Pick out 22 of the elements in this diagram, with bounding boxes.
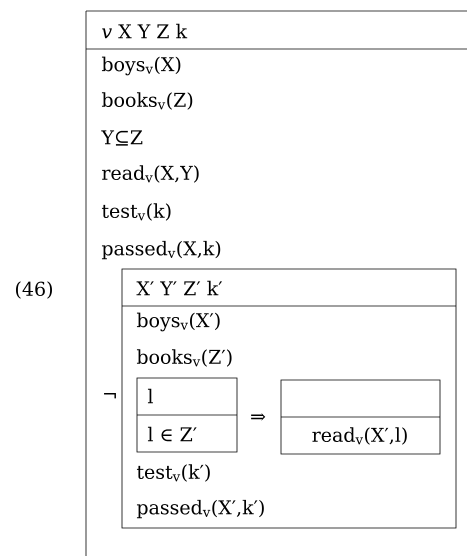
referent-text: l: [148, 388, 153, 404]
condition-text: Y⊆Z: [101, 130, 142, 146]
condition-text: boys$_{v}$(X′): [136, 312, 220, 332]
condition-text: books$_{v}$(Z′): [136, 349, 232, 367]
condition-text: passed$_{v}$(X,k): [102, 240, 220, 260]
number-label: (46): [16, 281, 52, 299]
sub-drs-box: [122, 268, 456, 528]
condition-text: boys$_{v}$(X): [102, 56, 180, 76]
condition-text: read$_{v}$(X′,l): [312, 427, 407, 445]
condition-text: read$_{v}$(X,Y): [102, 165, 199, 183]
negation-symbol: ¬: [104, 393, 116, 398]
implication-symbol: ⇒: [251, 413, 266, 421]
condition-text: passed$_{v}$(X′,k′): [136, 500, 264, 518]
referent-text: X′ Y′ Z′ k′: [136, 280, 222, 296]
drs-box: [86, 10, 467, 556]
sub-drs-box: [136, 378, 238, 452]
condition-text: l ∈ Z′: [148, 426, 197, 442]
condition-text: test$_{v}$(k′): [136, 464, 210, 482]
condition-text: books$_{v}$(Z): [102, 92, 192, 110]
referent-text: v X Y Z k: [102, 24, 188, 38]
condition-text: test$_{v}$(k): [102, 203, 171, 221]
sub-drs-box: [280, 380, 440, 454]
